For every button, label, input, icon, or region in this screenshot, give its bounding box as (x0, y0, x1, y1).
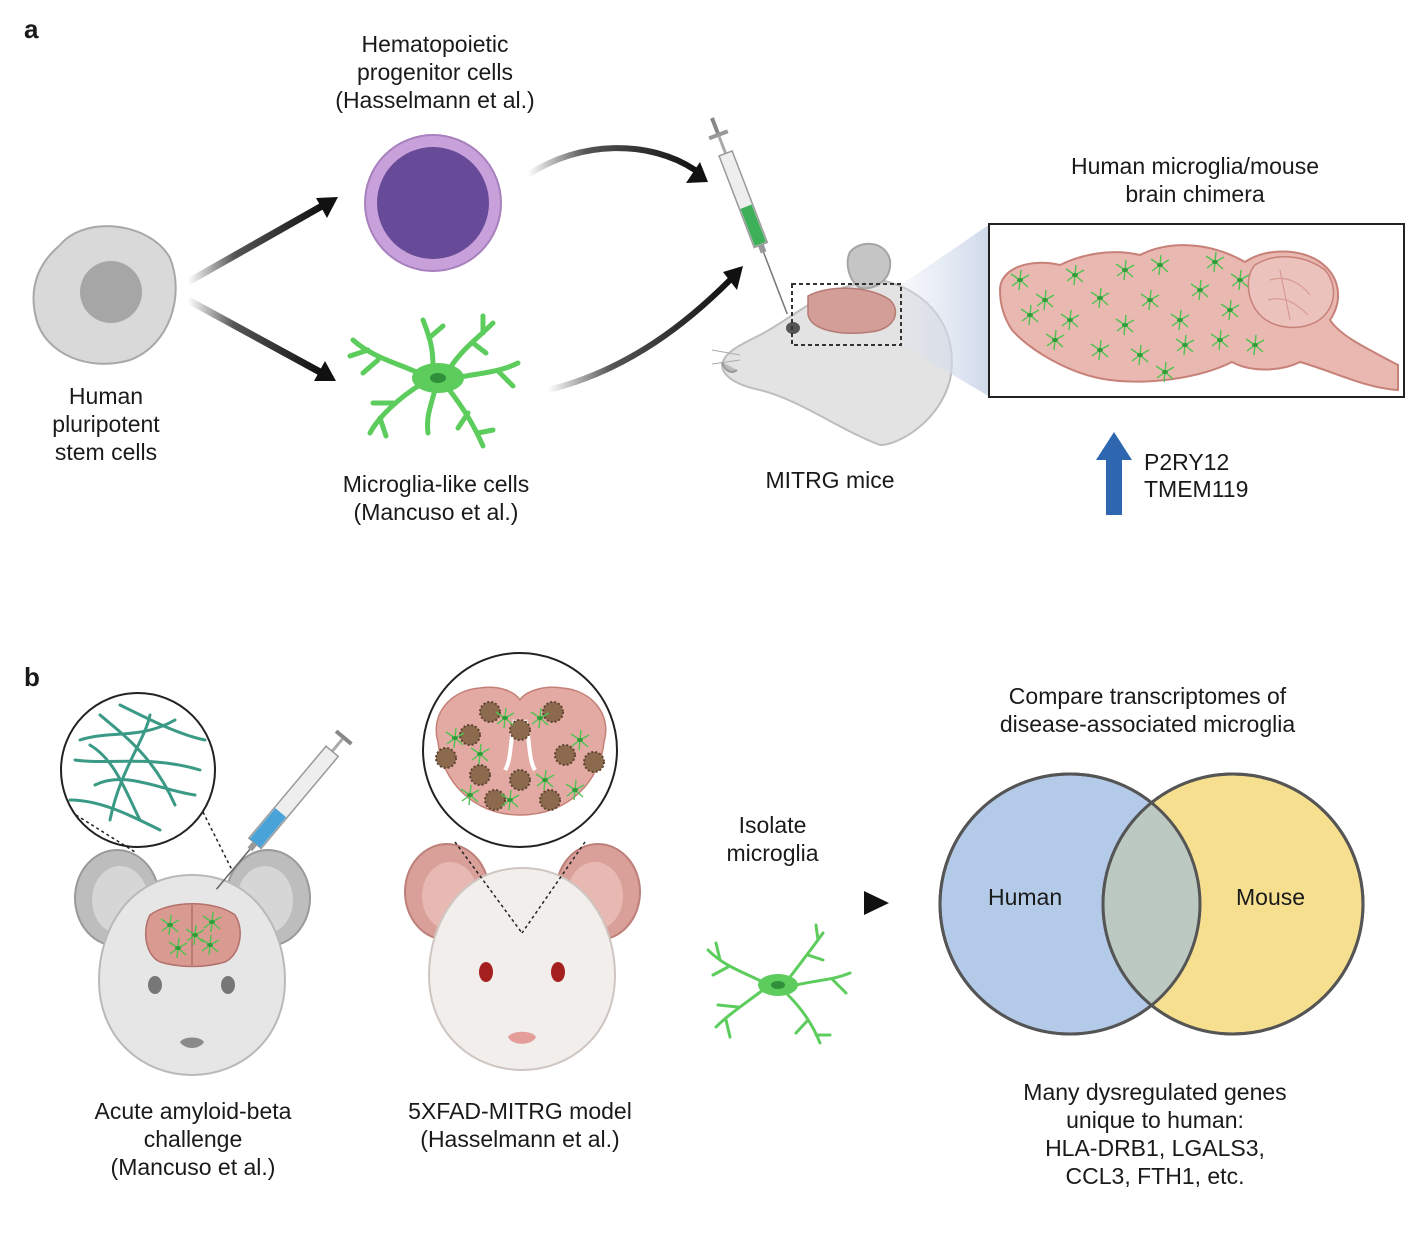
panel-a-letter: a (24, 14, 39, 44)
venn-diagram (938, 772, 1365, 1036)
mice-label: MITRG mice (765, 467, 895, 493)
hpc-cell-icon (364, 134, 502, 272)
compare-label: Compare transcriptomes of disease-associ… (999, 683, 1296, 737)
chimera-label: Human microglia/mouse brain chimera (1071, 153, 1319, 207)
amyloid-fibrils-inset (60, 692, 233, 871)
isolate-label: Isolate microglia (726, 812, 819, 866)
zoom-cone (902, 224, 990, 397)
upregulation-arrow (1096, 432, 1132, 515)
fad-model-label: 5XFAD-MITRG model (Hasselmann et al.) (408, 1098, 632, 1152)
arrow-microglia-to-mouse (547, 277, 733, 393)
upregulated-genes: P2RY12 TMEM119 (1144, 449, 1249, 502)
microglia-like-label: Microglia-like cells (Mancuso et al.) (342, 471, 530, 525)
syringe-icon (708, 117, 788, 315)
venn-human-label: Human (988, 884, 1063, 910)
panel-b-letter: b (24, 662, 40, 692)
unique-genes-label: Many dysregulated genes unique to human:… (1023, 1079, 1287, 1189)
arrow-to-microglia (186, 296, 322, 376)
venn-mouse-label: Mouse (1236, 884, 1306, 910)
chimera-brain-box (988, 223, 1405, 398)
acute-model-label: Acute amyloid-beta challenge (Mancuso et… (94, 1098, 292, 1180)
microglia-cell-icon (347, 313, 521, 449)
amyloid-syringe-icon (215, 729, 353, 890)
5xfad-mouse-icon (404, 843, 641, 1072)
isolated-microglia-icon (706, 923, 852, 1045)
hpc-label: Hematopoietic progenitor cells (Hasselma… (335, 31, 535, 113)
arrow-hpc-to-mouse (526, 145, 697, 178)
plaque-brain-inset (422, 652, 618, 934)
stem-cell-icon (32, 225, 177, 365)
acute-mouse-icon (74, 849, 311, 1077)
arrow-to-hpc (186, 202, 324, 286)
stem-cells-label: Human pluripotent stem cells (52, 383, 160, 465)
